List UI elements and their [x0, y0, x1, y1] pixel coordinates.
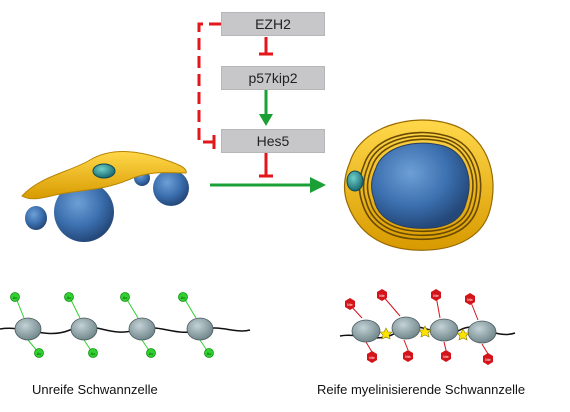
- axon-small-1: [25, 206, 47, 230]
- myelin-sheath-ring-2: [362, 135, 478, 237]
- ezh2-represses-hes5-line: [197, 22, 221, 144]
- nucleosome: Ac Ac: [178, 292, 214, 358]
- methyl-label: Me: [467, 297, 473, 302]
- myelin-sheath-ring-1: [358, 131, 482, 241]
- methyl-label: Me: [347, 302, 353, 307]
- p57-activates-hes5-head: [259, 114, 273, 126]
- methyl-label: Me: [369, 355, 375, 360]
- acetyl-label: Ac: [67, 295, 72, 300]
- axon-large: [54, 182, 114, 242]
- acetyl-label: Ac: [13, 295, 18, 300]
- pathway-arrows: [197, 22, 326, 193]
- methyl-label: Me: [443, 354, 449, 359]
- immature-chromatin: Ac Ac Ac Ac Ac Ac: [0, 292, 251, 358]
- methyl-label: Me: [405, 354, 411, 359]
- methyl-label: Me: [379, 293, 385, 298]
- acetyl-label: Ac: [181, 295, 186, 300]
- acetyl-label: Ac: [37, 351, 42, 356]
- star-marker: [379, 327, 393, 340]
- acetyl-label: Ac: [149, 351, 154, 356]
- myelin-sheath-ring-3: [366, 138, 474, 233]
- axon-right: [153, 170, 189, 206]
- caption-immature: Unreife Schwannzelle: [32, 382, 158, 397]
- nucleosome: Ac Ac: [10, 292, 44, 358]
- nucleosome: Me Me: [429, 289, 459, 362]
- maturation-arrow-head: [310, 177, 326, 193]
- star-marker: [418, 325, 432, 338]
- nucleosome: Me Me: [465, 293, 497, 365]
- immature-schwann-cell: [21, 151, 189, 242]
- mature-chromatin: Me Me Me Me Me Me: [339, 289, 516, 365]
- gene-box-p57kip2: p57kip2: [221, 66, 325, 90]
- star-marker: [456, 328, 470, 341]
- nucleosome: Me Me: [345, 298, 381, 363]
- caption-mature: Reife myelinisierende Schwannzelle: [317, 382, 526, 397]
- acetyl-label: Ac: [123, 295, 128, 300]
- gene-box-ezh2: EZH2: [221, 12, 325, 36]
- gene-label-hes5: Hes5: [256, 133, 290, 149]
- nucleosome: Ac Ac: [120, 292, 156, 358]
- acetyl-label: Ac: [207, 351, 212, 356]
- nucleosome: Me Me: [377, 289, 421, 362]
- cell-nucleus: [92, 163, 116, 179]
- mature-schwann-cell: [343, 119, 494, 251]
- gene-label-ezh2: EZH2: [255, 16, 291, 32]
- nucleosome: Ac Ac: [64, 292, 98, 358]
- gene-label-p57kip2: p57kip2: [248, 70, 298, 86]
- gene-box-hes5: Hes5: [221, 129, 325, 153]
- myelinated-axon: [371, 142, 470, 229]
- acetyl-label: Ac: [91, 351, 96, 356]
- mature-cell-nucleus: [346, 170, 364, 192]
- methyl-label: Me: [433, 293, 439, 298]
- methyl-label: Me: [485, 357, 491, 362]
